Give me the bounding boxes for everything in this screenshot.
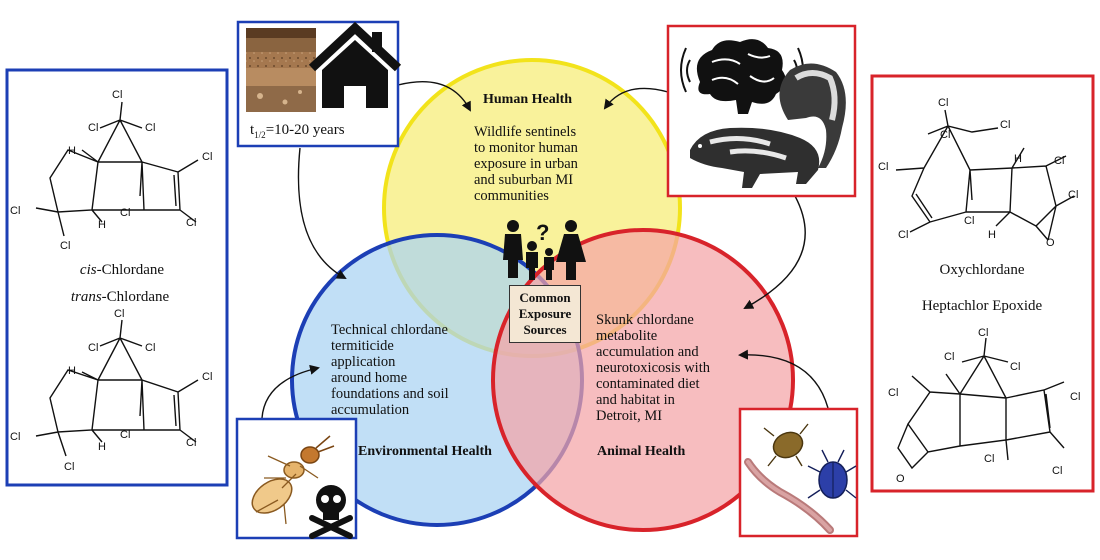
- brain-skunk-panel: [666, 24, 857, 198]
- animal-health-title: Animal Health: [597, 444, 686, 459]
- svg-text:Cl: Cl: [10, 205, 20, 217]
- svg-text:Cl: Cl: [1070, 391, 1080, 403]
- soil-layers-icon: [246, 28, 316, 112]
- invertebrate-panel: [738, 407, 859, 538]
- animal-health-text: Skunk chlordane metabolite accumulation …: [596, 312, 710, 424]
- svg-text:H: H: [98, 441, 106, 453]
- heptachlor-epoxide-label: Heptachlor Epoxide: [921, 298, 1043, 314]
- svg-text:Cl: Cl: [114, 308, 124, 320]
- oxychlordane-structure: Cl Cl Cl Cl Cl Cl Cl Cl H H O: [878, 97, 1078, 249]
- termite-panel: [235, 417, 358, 540]
- beetle-icon: [763, 423, 857, 499]
- svg-text:H: H: [68, 365, 76, 377]
- skull-crossbones-icon: [309, 485, 353, 539]
- svg-text:Cl: Cl: [898, 229, 908, 241]
- svg-text:Cl: Cl: [186, 437, 196, 449]
- svg-text:Cl: Cl: [1052, 465, 1062, 477]
- svg-text:Cl: Cl: [202, 151, 212, 163]
- arrow-skunk-to-human: [603, 87, 669, 110]
- question-mark: ?: [536, 220, 549, 245]
- trans-chlordane-structure: Cl Cl Cl Cl Cl Cl Cl Cl H H: [10, 308, 212, 473]
- svg-text:Cl: Cl: [202, 371, 212, 383]
- brain-icon: [680, 39, 804, 114]
- heptachlor-epoxide-structure: Cl Cl Cl Cl Cl Cl Cl O: [888, 327, 1080, 485]
- human-health-text: Wildlife sentinels to monitor human expo…: [474, 124, 578, 204]
- human-health-title: Human Health: [483, 92, 573, 107]
- svg-text:Cl: Cl: [940, 129, 950, 141]
- svg-text:H: H: [98, 219, 106, 231]
- right-structures-frame: [870, 74, 1095, 493]
- cycle-arrows: [261, 81, 829, 419]
- house-icon: [308, 21, 402, 108]
- common-exposure-sources-box: Common Exposure Sources: [509, 285, 581, 343]
- trans-chlordane-label: trans-Chlordane: [70, 289, 170, 305]
- svg-text:Cl: Cl: [120, 207, 130, 219]
- family-icon: [503, 220, 586, 280]
- environmental-health-text: Technical chlordane termiticide applicat…: [331, 322, 449, 418]
- svg-text:Cl: Cl: [88, 122, 98, 134]
- svg-text:Cl: Cl: [120, 429, 130, 441]
- svg-text:Cl: Cl: [64, 461, 74, 473]
- arrow-skunk-to-animal: [743, 195, 806, 309]
- svg-text:Cl: Cl: [944, 351, 954, 363]
- svg-text:Cl: Cl: [1068, 189, 1078, 201]
- svg-text:Cl: Cl: [60, 240, 70, 252]
- svg-text:Cl: Cl: [978, 327, 988, 339]
- svg-text:Cl: Cl: [1000, 119, 1010, 131]
- svg-text:Cl: Cl: [145, 342, 155, 354]
- svg-text:O: O: [1046, 237, 1055, 249]
- svg-text:O: O: [896, 473, 905, 485]
- svg-text:Cl: Cl: [10, 431, 20, 443]
- svg-text:Cl: Cl: [112, 89, 122, 101]
- svg-text:Cl: Cl: [938, 97, 948, 109]
- svg-text:Cl: Cl: [984, 453, 994, 465]
- svg-text:Cl: Cl: [88, 342, 98, 354]
- svg-text:H: H: [68, 145, 76, 157]
- earthworm-icon: [744, 458, 834, 534]
- cis-chlordane-label: cis-Chlordane: [79, 262, 165, 278]
- svg-text:Cl: Cl: [145, 122, 155, 134]
- environmental-health-title: Environmental Health: [358, 444, 492, 459]
- skunk-icon: [690, 63, 846, 188]
- svg-text:Cl: Cl: [186, 217, 196, 229]
- half-life-label: t1/2=10-20 years: [250, 122, 345, 140]
- svg-text:Cl: Cl: [1054, 155, 1064, 167]
- left-structures-frame: [5, 68, 229, 487]
- termite-icon: [251, 435, 335, 525]
- arrow-termite-to-environment: [261, 364, 320, 419]
- svg-text:H: H: [988, 229, 996, 241]
- arrow-beetle-to-animal: [738, 349, 829, 409]
- svg-text:Cl: Cl: [1010, 361, 1020, 373]
- svg-text:Cl: Cl: [964, 215, 974, 227]
- arrow-house-to-human: [397, 81, 471, 112]
- arrow-house-to-environment: [297, 147, 347, 279]
- oxychlordane-label: Oxychlordane: [939, 262, 1025, 278]
- svg-text:H: H: [1014, 153, 1022, 165]
- cis-chlordane-structure: Cl Cl Cl Cl Cl Cl Cl Cl H H: [10, 89, 212, 252]
- soil-house-panel: [236, 20, 402, 148]
- svg-text:Cl: Cl: [888, 387, 898, 399]
- svg-text:Cl: Cl: [878, 161, 888, 173]
